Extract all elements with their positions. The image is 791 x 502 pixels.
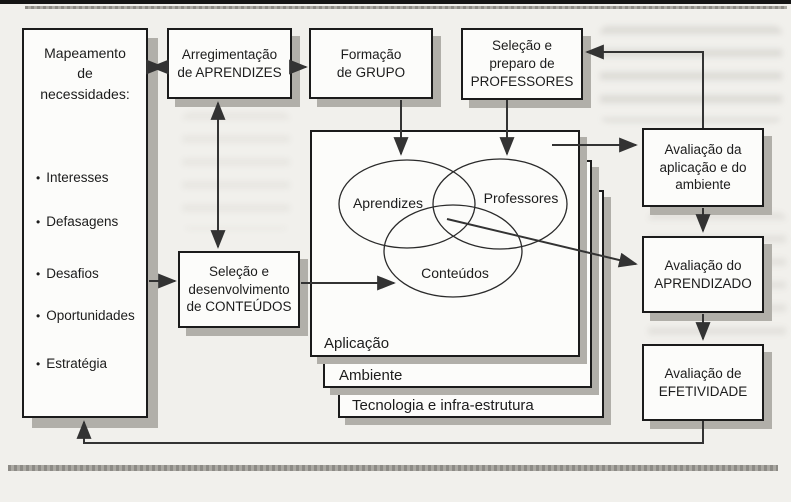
list-item-label: Oportunidades <box>46 308 135 323</box>
list-item-desafios: • Desafios <box>36 266 99 281</box>
print-bleed-artifact <box>600 26 782 122</box>
connector-avaliacao-ambiente-feedback-professores <box>585 44 704 128</box>
list-item-label: Desafios <box>46 266 99 281</box>
venn-label-professores: Professores <box>483 190 559 206</box>
page-bottom-rule <box>8 465 778 471</box>
list-item-oportunidades: • Oportunidades <box>36 308 135 323</box>
bullet-icon: • <box>36 267 41 281</box>
venn-label-conteudos: Conteúdos <box>421 265 489 281</box>
box-mapeamento-necessidades: Mapeamento de necessidades: •Interesses … <box>22 28 148 418</box>
bullet-icon: • <box>36 215 41 229</box>
bullet-icon: • <box>36 171 41 185</box>
box-selecao-desenvolvimento-conteudos: Seleção e desenvolvimento de CONTEÚDOS <box>178 251 300 328</box>
page-top-rule <box>25 6 787 9</box>
box-avaliacao-aplicacao-ambiente: Avaliação da aplicação e do ambiente <box>642 128 764 207</box>
print-bleed-artifact <box>182 112 290 230</box>
venn-label-aprendizes: Aprendizes <box>352 195 424 211</box>
list-item-label: Estratégia <box>46 356 107 371</box>
box-arregimentacao-aprendizes: Arregimentação de APRENDIZES <box>167 28 292 99</box>
list-item-label: Interesses <box>46 170 109 185</box>
layer-label-aplicacao: Aplicação <box>324 335 390 352</box>
box-avaliacao-efetividade: Avaliação de EFETIVIDADE <box>642 344 764 421</box>
list-item-estrategia: • Estratégia <box>36 356 107 371</box>
box-selecao-preparo-professores: Seleção e preparo de PROFESSORES <box>461 28 583 100</box>
box-formacao-grupo: Formação de GRUPO <box>309 28 433 99</box>
list-item-defasagens: • Defasagens <box>36 214 118 229</box>
bullet-icon: • <box>36 309 41 323</box>
mapeamento-title: Mapeamento de necessidades: <box>40 45 130 102</box>
layer-label-ambiente: Ambiente <box>339 367 403 384</box>
box-avaliacao-aprendizado: Avaliação do APRENDIZADO <box>642 236 764 313</box>
list-item-label: Defasagens <box>46 214 119 229</box>
list-item-interesses: • Interesses <box>36 170 108 185</box>
page-top-black-bar <box>0 0 791 4</box>
connector-efetividade-feedback-mapeamento <box>76 420 704 444</box>
bullet-icon: • <box>36 357 41 371</box>
layer-label-tecnologia: Tecnologia e infra-estrutura <box>352 397 534 414</box>
layer-aplicacao: Aplicação <box>310 130 580 357</box>
